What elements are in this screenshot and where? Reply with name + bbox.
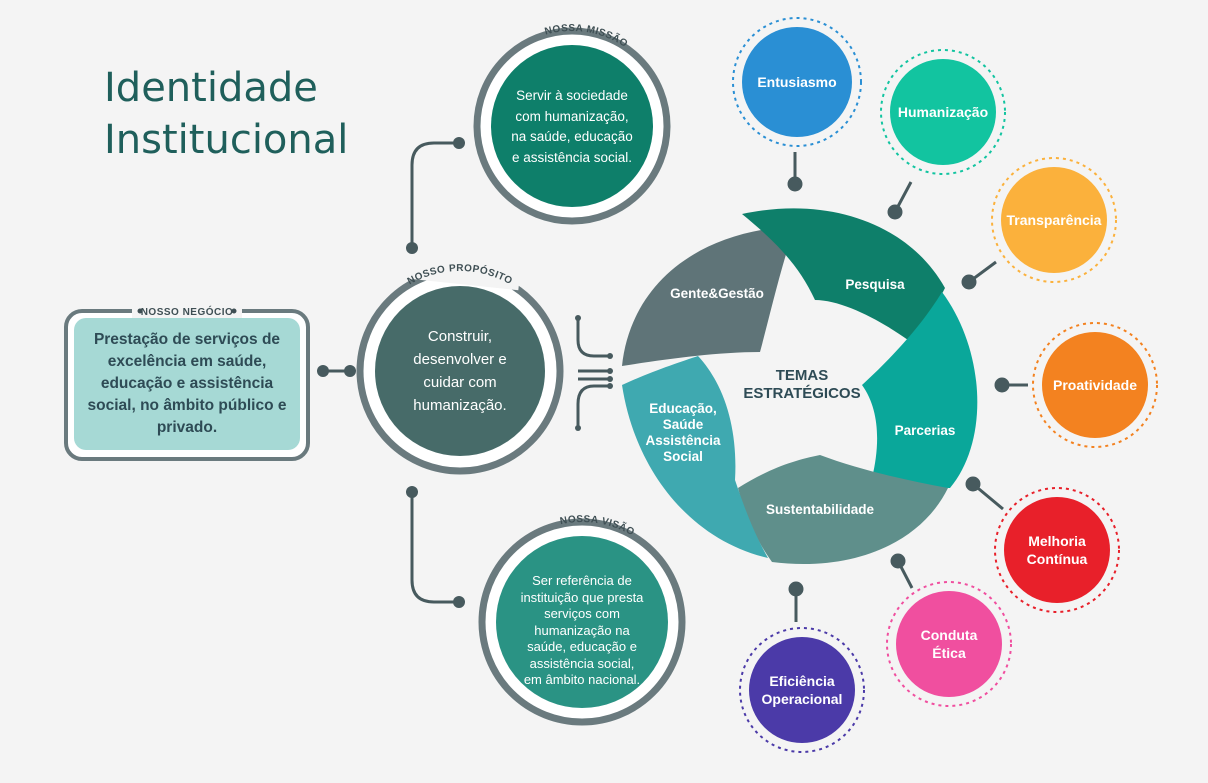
connectors (323, 141, 610, 604)
purpose-themes-connector-4 (576, 384, 610, 428)
value-circles (732, 17, 1158, 753)
value-conduta-label: Conduta Ética (920, 627, 978, 661)
mission-text: Servir à sociedade com humanização, na s… (511, 88, 633, 165)
value-proatividade-label: Proatividade (1052, 377, 1138, 393)
value-melhoria-label: Melhoria Contínua (1026, 533, 1088, 567)
purpose-vision-connector (410, 492, 459, 604)
theme-sustentabilidade-label: Sustentabilidade (765, 502, 875, 517)
vision-circle (496, 536, 668, 708)
connector-dots (317, 137, 613, 608)
vision-text: Ser referência de instituição que presta… (520, 573, 644, 688)
purpose-circle (375, 286, 545, 456)
themes-wheel (622, 208, 978, 565)
value-circle-conduta (896, 591, 1002, 697)
theme-segment-gente (622, 226, 795, 366)
value-circle-proatividade (1042, 332, 1148, 438)
title-line2: Institucional (104, 117, 349, 163)
mission-circle (491, 45, 653, 207)
purpose-mission-connector (410, 141, 459, 248)
page-title: Identidade Institucional (104, 62, 348, 166)
purpose-themes-connector-1 (576, 318, 610, 358)
value-eficiencia-label: Eficiência Operacional (761, 673, 843, 707)
title-line1: Identidade (104, 65, 318, 111)
purpose-text: Construir, desenvolver e cuidar com huma… (413, 328, 507, 414)
theme-parcerias-label: Parcerias (894, 423, 956, 438)
value-connectors (787, 152, 1028, 622)
business-tag-bg (132, 303, 242, 319)
themes-center-line1: TEMAS (776, 367, 829, 384)
business-tag: NOSSO NEGÓCIO (141, 305, 234, 318)
themes-center-line2: ESTRATÉGICOS (743, 385, 860, 402)
business-box: Prestação de serviços de excelência em s… (74, 318, 300, 450)
theme-segment-pesquisa (742, 208, 945, 340)
value-circle-melhoria (1004, 497, 1110, 603)
theme-educacao-label: Educação, Saúde Assistência Social (645, 401, 721, 464)
value-circle-entusiasmo (742, 27, 852, 137)
theme-pesquisa-label: Pesquisa (845, 277, 905, 292)
value-circle-transparencia (1001, 167, 1107, 273)
theme-segment-sustentabilidade (738, 455, 948, 565)
theme-segment-parcerias (862, 292, 978, 488)
business-text: Prestação de serviços de excelência em s… (87, 331, 287, 436)
value-entusiasmo-label: Entusiasmo (757, 74, 837, 90)
value-transparencia-label: Transparência (1006, 212, 1102, 228)
theme-segment-educacao (622, 356, 768, 558)
value-circle-eficiencia (749, 637, 855, 743)
value-circle-humanizacao (890, 59, 996, 165)
value-humanizacao-label: Humanização (897, 104, 989, 120)
theme-gente-label: Gente&Gestão (670, 286, 764, 301)
